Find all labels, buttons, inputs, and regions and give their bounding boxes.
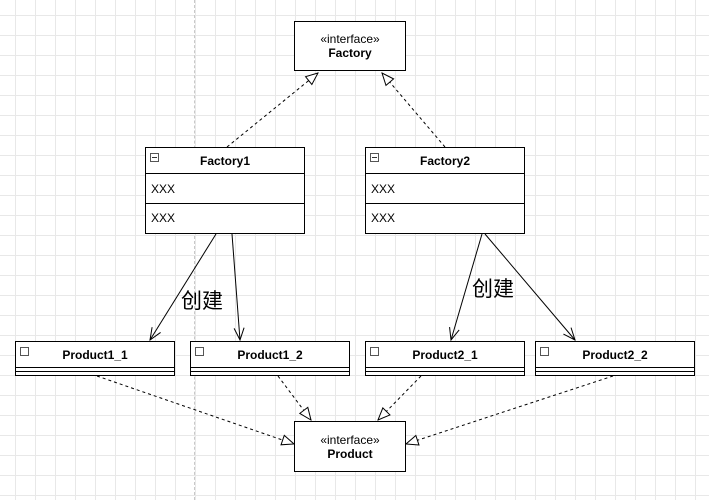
edge-factory1-creates-product1-1 — [150, 233, 217, 340]
divider — [366, 367, 524, 368]
factory-interface-box[interactable]: «interface» Factory — [294, 21, 406, 71]
factory1-header: Factory1 — [146, 148, 304, 174]
factory2-header: Factory2 — [366, 148, 524, 174]
product-interface-box[interactable]: «interface» Product — [294, 421, 406, 472]
divider — [16, 367, 174, 368]
edge-product1-2-realizes-product — [277, 375, 311, 420]
product1-1-header: Product1_1 — [16, 342, 174, 367]
divider — [191, 367, 349, 368]
product1-1-class-box[interactable]: Product1_1 — [15, 341, 175, 376]
collapse-icon[interactable] — [540, 347, 549, 356]
edge-factory1-creates-product1-2 — [231, 233, 240, 340]
divider — [16, 371, 174, 372]
product2-1-class-box[interactable]: Product2_1 — [365, 341, 525, 376]
edge-factory2-creates-product2-2 — [484, 233, 575, 340]
collapse-icon[interactable] — [370, 153, 379, 162]
factory-interface-name: Factory — [328, 46, 372, 60]
factory2-attributes: XXX — [371, 181, 396, 196]
edge-factory2-realizes-factory — [382, 73, 446, 148]
vertical-guide-line — [194, 0, 195, 500]
divider — [191, 371, 349, 372]
factory-interface-stereotype: «interface» — [320, 32, 380, 46]
edge-product2-2-realizes-product — [406, 375, 614, 444]
factory2-operations: XXX — [366, 203, 524, 232]
edge-product1-1-realizes-product — [96, 375, 294, 444]
divider — [366, 371, 524, 372]
product-interface-name: Product — [327, 446, 373, 461]
divider — [536, 371, 694, 372]
product2-2-name: Product2_2 — [582, 347, 648, 362]
create-label-right: 创建 — [472, 277, 514, 301]
factory1-class-box[interactable]: Factory1 XXX XXX — [145, 147, 305, 234]
factory1-operations: XXX — [146, 203, 304, 232]
collapse-icon[interactable] — [20, 347, 29, 356]
create-label-left: 创建 — [181, 289, 223, 313]
edge-product2-1-realizes-product — [378, 375, 422, 420]
collapse-icon[interactable] — [195, 347, 204, 356]
product2-2-header: Product2_2 — [536, 342, 694, 367]
product1-1-name: Product1_1 — [62, 347, 128, 362]
factory1-attributes: XXX — [151, 181, 176, 196]
product2-1-name: Product2_1 — [412, 347, 478, 362]
factory2-name: Factory2 — [419, 153, 471, 168]
factory1-name: Factory1 — [199, 153, 251, 168]
product2-1-header: Product2_1 — [366, 342, 524, 367]
product-interface-stereotype: «interface» — [320, 432, 380, 447]
edge-factory2-creates-product2-1 — [451, 233, 483, 340]
divider — [536, 367, 694, 368]
factory2-class-box[interactable]: Factory2 XXX XXX — [365, 147, 525, 234]
product1-2-class-box[interactable]: Product1_2 — [190, 341, 350, 376]
product1-2-header: Product1_2 — [191, 342, 349, 367]
collapse-icon[interactable] — [150, 153, 159, 162]
edge-factory1-realizes-factory — [226, 73, 318, 148]
product2-2-class-box[interactable]: Product2_2 — [535, 341, 695, 376]
collapse-icon[interactable] — [370, 347, 379, 356]
product1-2-name: Product1_2 — [237, 347, 303, 362]
